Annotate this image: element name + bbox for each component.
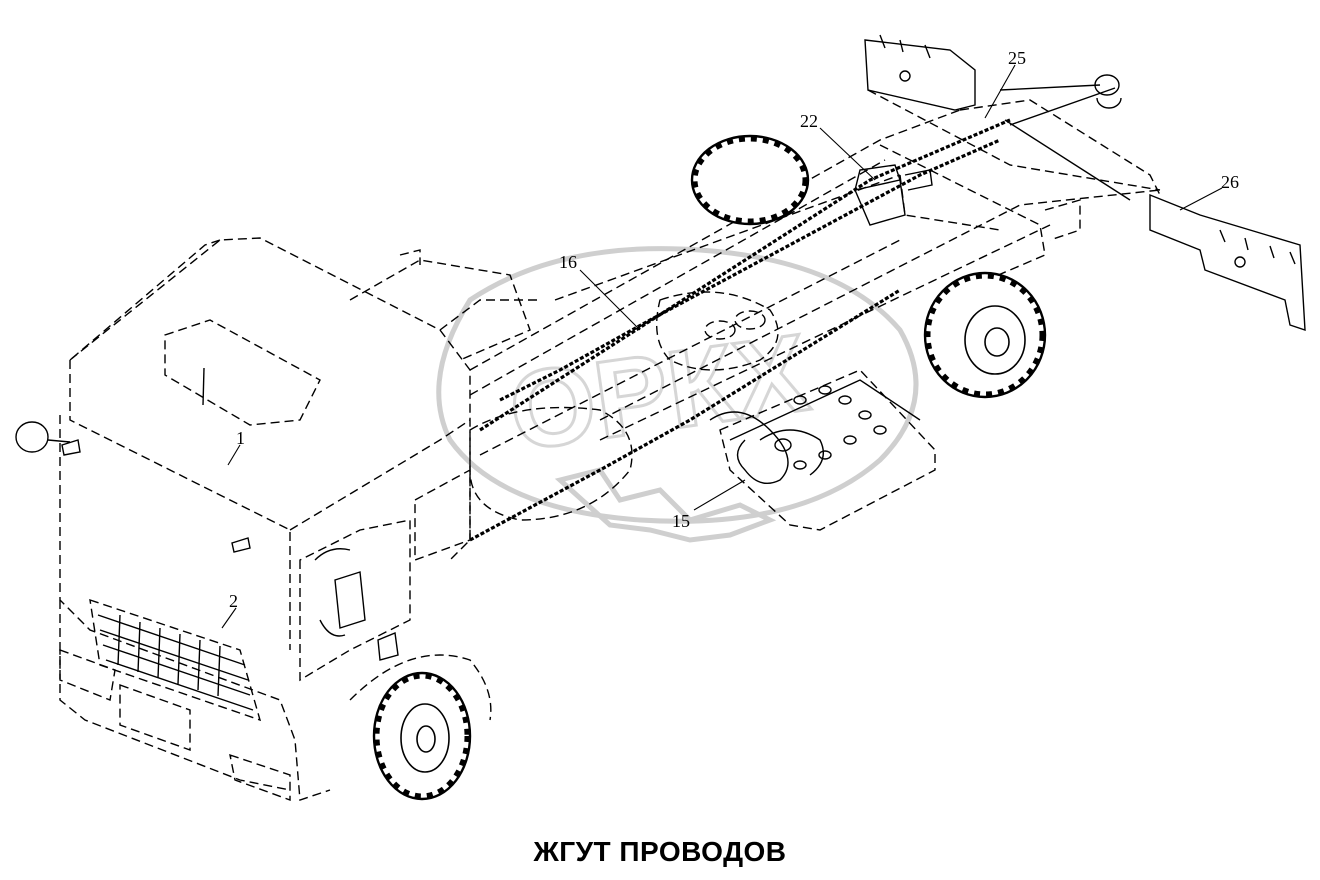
diagram-caption: ЖГУТ ПРОВОДОВ: [533, 836, 787, 867]
watermark: ОРКХ: [436, 246, 919, 543]
callout-25: 25: [1008, 48, 1026, 68]
rear-left-wheel: [690, 134, 810, 226]
callout-22: 22: [800, 111, 818, 131]
watermark-text: ОРКХ: [502, 311, 816, 474]
rear-side-bracket: [1149, 193, 1306, 331]
rear-right-wheel: [923, 271, 1047, 399]
callout-16: 16: [559, 252, 577, 272]
callout-26: 26: [1221, 172, 1239, 192]
connector-box: [854, 164, 933, 226]
truck-cab: [15, 237, 540, 801]
front-wheel: [349, 654, 492, 801]
callout-1: 1: [236, 428, 245, 448]
callouts: 1 2 15 16 22 25 26: [229, 48, 1239, 611]
callout-15: 15: [672, 511, 690, 531]
chassis-frame: [469, 109, 1161, 456]
wiring-harness: [469, 87, 1131, 542]
battery-box: [709, 369, 936, 531]
rear-crossmember: [864, 34, 1161, 196]
leader-lines: [221, 64, 1223, 629]
frame-tanks: [469, 291, 779, 521]
callout-2: 2: [229, 591, 238, 611]
